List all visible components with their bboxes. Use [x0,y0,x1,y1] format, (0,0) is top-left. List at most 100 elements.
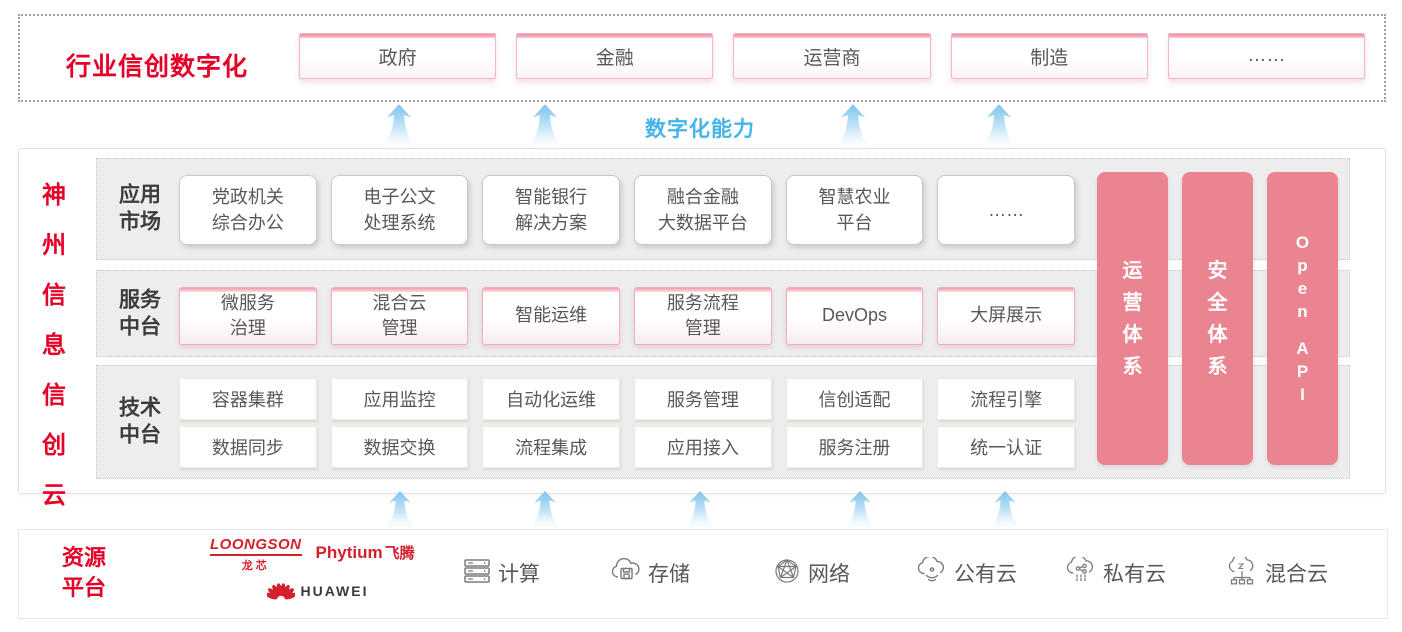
industry-box: 政府 [299,33,497,79]
industry-box: 运营商 [733,33,931,79]
phytium-sub: 飞腾 [384,545,415,562]
loongson-sub: 龙芯 [241,560,270,572]
tech-box: 流程集成 [482,426,620,468]
network-icon [772,557,802,590]
resource-item: 私有云 [1065,551,1166,595]
tech-box: 服务注册 [785,426,924,468]
service-box: 混合云管理 [330,287,469,345]
cloud-title-char: 信 [42,382,66,409]
row-label-line: 中台 [119,315,161,339]
hybrid-cloud-icon [1225,553,1259,590]
tech-box: 应用接入 [634,426,772,468]
huawei-flower-icon [266,583,295,600]
industry-box-label: 政府 [378,47,417,69]
pillar-char: 体 [1207,323,1228,346]
service-box: 大屏展示 [937,287,1075,345]
row-label: 应用市场 [107,182,173,237]
resource-item-label: 公有云 [954,563,1017,586]
service-box: 智能运维 [482,287,620,345]
pillar-char: 营 [1122,291,1143,314]
up-arrow [683,491,717,534]
cloud-title-char: 信 [42,282,66,309]
pillar-char: 安 [1207,259,1228,282]
up-arrow [843,491,877,534]
up-arrow [836,104,870,153]
huawei-logo: HUAWEI [210,580,425,601]
up-arrow-icon [385,491,415,529]
resource-item-label: 存储 [648,563,690,586]
industry-box-label: 金融 [595,47,634,69]
resource-item-label: 私有云 [1103,563,1166,586]
industry-box-label: …… [1247,45,1286,66]
pillar-char: 体 [1122,323,1143,346]
row-label-line: 应用 [119,183,161,207]
row-label-line: 服务 [119,288,161,312]
tech-box: 服务管理 [634,378,772,420]
industry-box: …… [1167,33,1365,79]
up-arrow-icon [528,104,562,148]
pillar-char: O [1295,233,1310,252]
resource-item-label: 网络 [808,563,850,586]
pillar-char: e [1297,279,1308,298]
tech-box: 数据同步 [179,426,317,468]
industry-box-label: 运营商 [803,47,861,69]
public-cloud-icon [916,555,948,590]
row-label: 服务中台 [107,286,173,341]
resource-platform-frame [18,529,1388,619]
cloud-title-char: 创 [42,432,66,459]
resource-item-label: 混合云 [1265,563,1328,586]
pillar-char: n [1297,302,1308,321]
service-box: 微服务治理 [179,287,317,345]
industry-box-label: 制造 [1030,47,1069,69]
up-arrow-icon [990,491,1020,529]
cloud-title-char: 神 [42,182,66,209]
row-label-line: 市场 [119,211,161,234]
loongson-name: LOONGSON [210,536,302,556]
row-boxes: 党政机关综合办公电子公文处理系统智能银行解决方案融合金融大数据平台智慧农业平台…… [179,175,1075,245]
pillar-char: 系 [1122,355,1143,378]
resource-item: 网络 [772,551,850,595]
industry-box: 金融 [516,33,714,79]
pillar-char: 全 [1207,291,1228,314]
pillar-char: p [1297,256,1308,275]
up-arrow-icon [685,491,715,529]
industry-band-title: 行业信创数字化 [66,53,249,81]
pillar-char: 运 [1122,259,1143,282]
industry-boxes: 政府 金融 运营商 制造 …… [299,33,1365,79]
row-label-line: 技术 [119,396,161,420]
pillar-char: A [1296,339,1309,358]
up-arrow-icon [845,491,875,529]
pillar-bar: 运营体系 [1097,172,1168,465]
private-cloud-icon [1065,554,1097,590]
up-arrow-icon [530,491,560,529]
resource-item: 公有云 [916,551,1017,595]
up-arrow [382,104,416,153]
tech-box: 统一认证 [937,426,1075,468]
industry-box: 制造 [950,33,1148,79]
resource-platform-title: 资源 平台 [62,543,106,602]
application-box: 电子公文处理系统 [330,175,469,245]
tech-box: 自动化运维 [482,378,620,420]
up-arrow [383,491,417,534]
cloud-title: 神州信息信创云 [34,175,74,510]
resource-title-line: 资源 [62,545,107,570]
tech-box: 应用监控 [330,378,469,420]
up-arrow-icon [836,104,870,148]
cloud-title-char: 云 [42,482,66,509]
service-box: DevOps [785,287,924,345]
application-box: 融合金融大数据平台 [634,175,772,245]
up-arrow [528,491,562,534]
capability-label: 数字化能力 [645,118,755,141]
row-label-line: 中台 [119,424,161,447]
pillar-char: 系 [1207,355,1228,378]
resource-item: 混合云 [1225,551,1328,595]
up-arrow [988,491,1022,534]
up-arrow [528,104,562,153]
tech-row-boxes: 数据同步数据交换流程集成应用接入服务注册统一认证 [179,426,1075,468]
up-arrow-icon [382,104,416,148]
pillar-bar: 安全体系 [1182,172,1253,465]
